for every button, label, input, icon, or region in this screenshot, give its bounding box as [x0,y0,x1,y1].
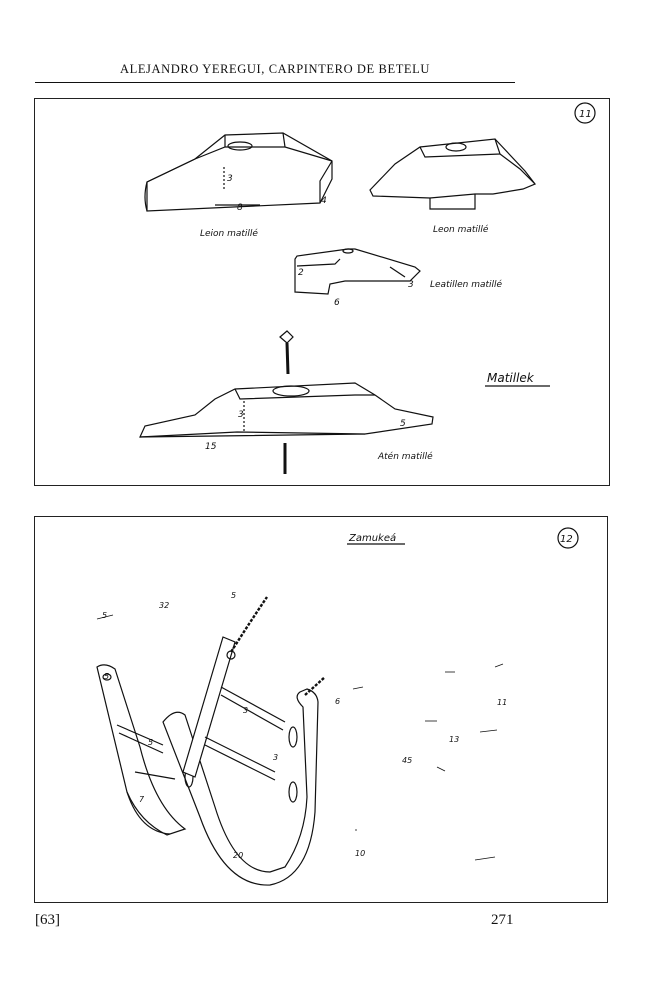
leatillen-label: Leatillen matillé [430,279,503,290]
sled-left-runner [96,664,187,836]
sled-dim-3: 5 [231,591,236,600]
footer-section-number: [63] [35,912,60,928]
sled-dim-5: 6 [335,697,340,706]
leon-matille-sketch [369,138,537,210]
sled-dim-8: 5 [148,738,153,747]
sled-dim-9: 3 [273,753,278,762]
leatillen-dim-tip: 3 [408,280,414,290]
plate-12-title: Zamukeá [348,532,396,544]
running-header: ALEJANDRO YEREGUI, CARPINTERO DE BETELU [119,62,431,76]
leion-dim-depth: 4 [321,196,327,206]
plate-number-circle [574,102,596,124]
sled-dim-12: 13 [449,735,459,744]
leon-label: Leon matillé [433,224,489,235]
sled-right-runner [162,688,319,886]
leatillen-dim-height: 2 [298,268,304,278]
aten-label: Atén matillé [377,451,433,462]
nail-sketch [279,330,294,375]
aten-dim-width: 5 [400,419,406,429]
plate-11-title: Matillek [487,371,535,385]
leatillen-dim-length: 6 [334,298,340,308]
sled-dim-14: 10 [355,849,365,858]
sled-uprights [116,636,286,781]
plate-12-frame: 12 Zamukeá 5 32 5 5 6 7 3 5 3 20 11 13 4… [34,516,608,903]
plate-number: 11 [579,109,592,120]
leion-dim-height: 3 [227,174,233,184]
aten-dim-length: 15 [205,442,217,452]
plate-number: 12 [560,534,573,545]
sled-dim-6: 7 [139,795,145,804]
sled-dim-11: 11 [497,698,507,707]
aten-dim-height: 3 [238,410,244,420]
sled-dim-1: 5 [102,611,107,620]
rope-left [229,596,268,653]
sled-dim-2: 32 [159,601,169,610]
sled-dim-4: 5 [104,672,109,681]
leion-matille-sketch [144,132,333,212]
plate-11-drawing: 11 3 8 4 Leion matillé Leon matillé 2 3 … [139,102,596,474]
sled-dim-13: 45 [402,756,412,765]
plate-number-circle [557,527,579,549]
header-rule [35,82,515,83]
plate-12-drawing: 12 Zamukeá 5 32 5 5 6 7 3 5 3 20 11 13 4… [96,527,579,886]
sled-dim-7: 3 [243,706,248,715]
faint-marks [96,614,504,861]
leion-label: Leion matillé [200,228,258,239]
aten-matille-sketch [139,382,434,474]
sled-dim-10: 20 [233,851,243,860]
leatillen-matille-sketch [294,248,421,295]
leion-dim-width: 8 [237,203,243,213]
plate-11-frame: 11 3 8 4 Leion matillé Leon matillé 2 3 … [34,98,610,486]
footer-page-number: 271 [491,912,514,928]
